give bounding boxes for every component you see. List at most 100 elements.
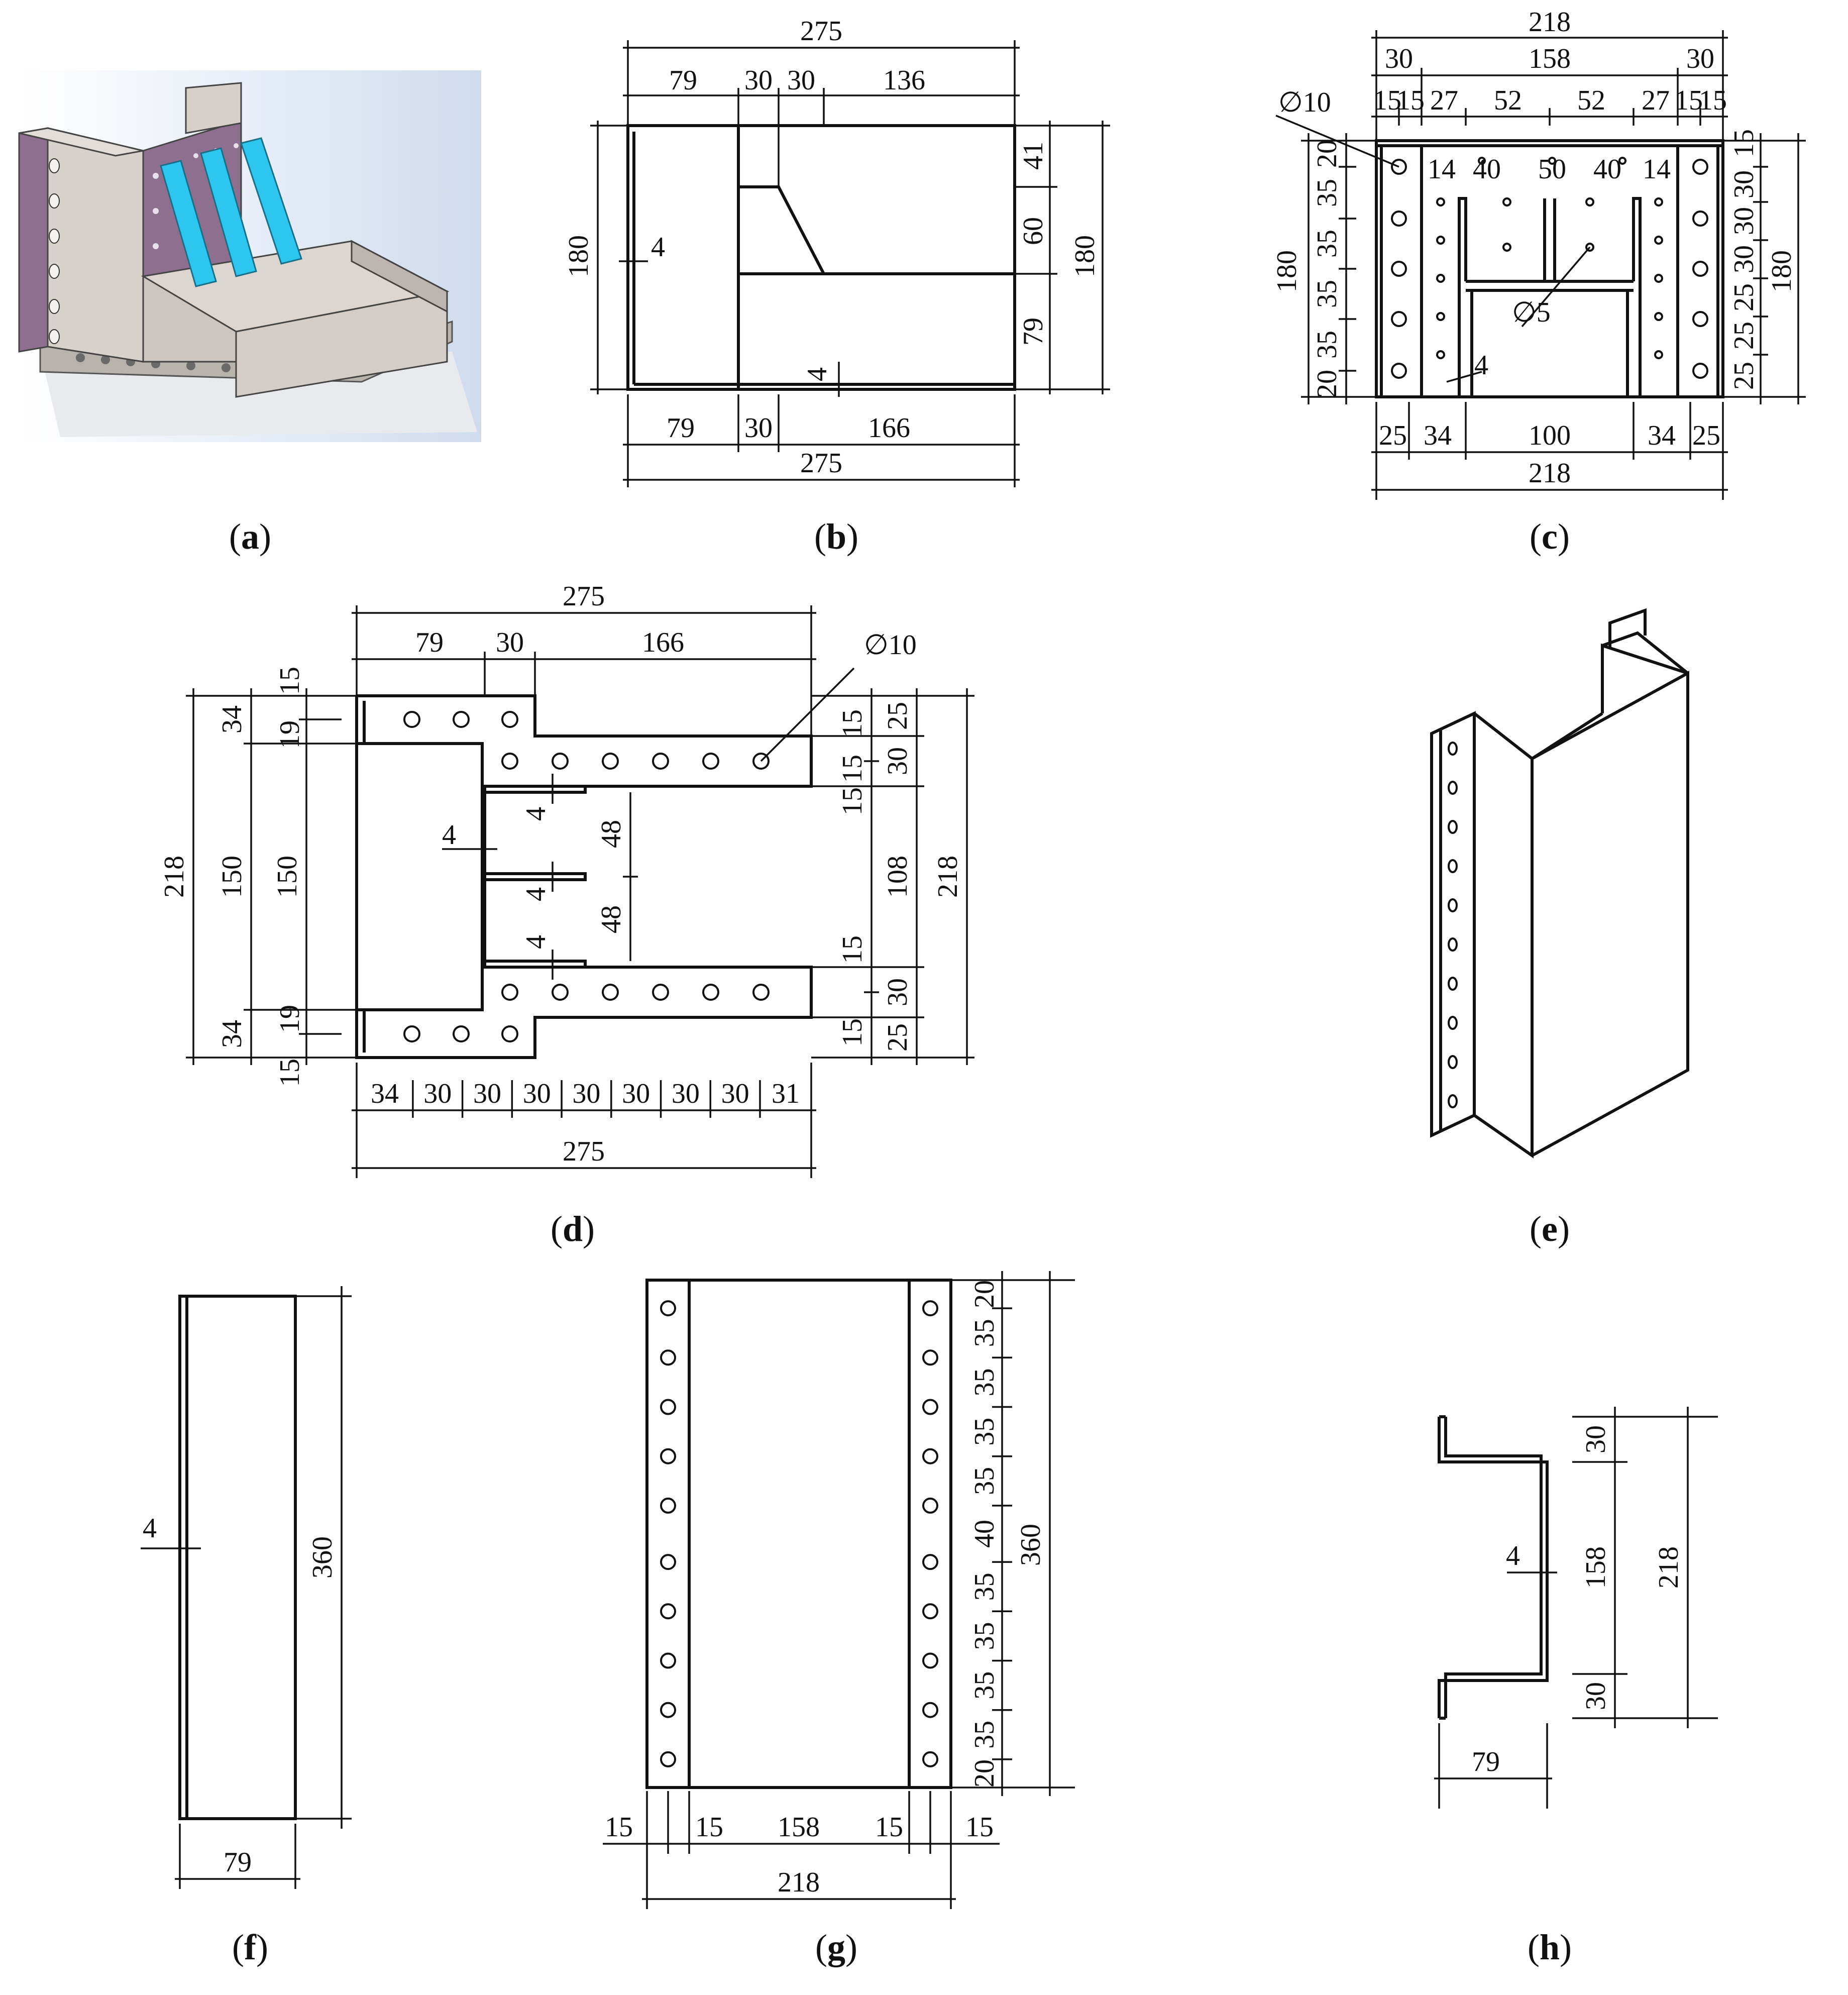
d-dim-bottom-seg: 30 <box>572 1078 600 1109</box>
caption-b: (b) <box>814 516 858 557</box>
panel-f-column-side: 4 360 79 <box>141 1286 352 1889</box>
d-dim-bottom-seg: 30 <box>473 1078 501 1109</box>
c-dim-35d: 35 <box>1312 331 1343 359</box>
c-dim-s8: 15 <box>1699 85 1727 116</box>
g-dim-b158: 158 <box>778 1812 820 1843</box>
c-dim-30a-top: 30 <box>1385 43 1413 74</box>
e-hole <box>1448 1094 1458 1108</box>
b-dim-4-wall: 4 <box>651 232 665 263</box>
c-dim-b25a: 25 <box>1379 420 1407 451</box>
b-dim-136: 136 <box>883 65 925 96</box>
g-dim-row: 35 <box>969 1622 1000 1650</box>
c-dim-218-bottom: 218 <box>1529 458 1571 489</box>
d-dim-in48a: 48 <box>596 820 627 848</box>
c-bolt-holes <box>1391 159 1708 379</box>
d-dim-34b: 34 <box>216 1020 248 1048</box>
c-dim-s4: 52 <box>1494 85 1522 116</box>
d-dim-in4c: 4 <box>520 935 552 949</box>
g-hole-right <box>922 1399 938 1415</box>
c-dim-r25c: 25 <box>1728 362 1760 390</box>
panel-e-isometric <box>1430 608 1689 1159</box>
b-dim-30a: 30 <box>744 65 773 96</box>
d-dim-in48b: 48 <box>596 905 627 933</box>
g-hole-left <box>660 1652 676 1669</box>
g-hole-left <box>660 1448 676 1464</box>
e-hole <box>1448 820 1458 834</box>
b-dim-41: 41 <box>1018 142 1049 170</box>
c-dim-50: 50 <box>1538 154 1566 185</box>
g-dim-row: 35 <box>969 1671 1000 1700</box>
h-dim-30b: 30 <box>1580 1682 1611 1710</box>
g-hole-left <box>660 1603 676 1620</box>
c-dim-b25b: 25 <box>1692 420 1720 451</box>
e-bolt-holes <box>1448 742 1458 1108</box>
g-hole-right <box>922 1652 938 1669</box>
d-dim-bottom-seg: 30 <box>423 1078 452 1109</box>
g-bolt-holes <box>660 1300 938 1767</box>
d-dim-l15a: 15 <box>274 667 305 695</box>
c-dim-40b: 40 <box>1593 154 1621 185</box>
d-dim-r15c: 15 <box>837 787 868 815</box>
c-dim-218-top: 218 <box>1529 7 1571 38</box>
g-dim-row: 40 <box>969 1520 1000 1548</box>
d-dim-l19b: 19 <box>274 1005 305 1033</box>
c-dim-r25b: 25 <box>1728 322 1760 350</box>
g-dim-b218: 218 <box>778 1867 820 1898</box>
d-dim-bottom-seg: 30 <box>523 1078 551 1109</box>
g-hole-right <box>922 1603 938 1620</box>
g-hole-right <box>922 1751 938 1767</box>
c-dim-14b: 14 <box>1643 154 1671 185</box>
c-label-dia10: ∅10 <box>1278 87 1331 118</box>
e-hole <box>1448 1055 1458 1069</box>
panel-c-front-view: 218 30 158 30 15 15 27 52 52 27 15 15 ∅1… <box>1271 7 1806 500</box>
panel-b-side-view: 275 79 30 30 136 180 4 4 41 60 79 180 79… <box>563 16 1110 487</box>
d-dim-79-top: 79 <box>415 627 444 658</box>
g-dim-b15d: 15 <box>965 1812 994 1843</box>
d-dim-l19a: 19 <box>274 720 305 749</box>
b-dim-180-left: 180 <box>563 235 594 277</box>
g-hole-left <box>660 1497 676 1514</box>
d-dim-bottom-seg: 34 <box>371 1078 399 1109</box>
h-dim-thk: 4 <box>1506 1540 1520 1571</box>
caption-h: (h) <box>1528 1927 1572 1967</box>
b-dim-79-bottom: 79 <box>667 412 695 444</box>
c-dim-b34a: 34 <box>1424 420 1452 451</box>
g-dim-row: 35 <box>969 1418 1000 1446</box>
d-dim-150a: 150 <box>216 856 248 898</box>
panel-d-plan-view: 275 79 30 166 ∅10 218 34 150 150 34 15 1… <box>159 581 974 1178</box>
g-dim-b15b: 15 <box>695 1812 723 1843</box>
d-dim-r15a: 15 <box>837 709 868 738</box>
c-dim-r30c: 30 <box>1728 245 1760 273</box>
g-dim-b15c: 15 <box>875 1812 903 1843</box>
c-dim-14a: 14 <box>1428 154 1456 185</box>
f-dim-360: 360 <box>307 1536 338 1579</box>
c-dim-b34b: 34 <box>1648 420 1676 451</box>
d-bolt-holes <box>403 711 770 1042</box>
c-dim-b100: 100 <box>1529 420 1571 451</box>
g-dim-row: 35 <box>969 1319 1000 1347</box>
d-dim-bottom-seg: 30 <box>721 1078 749 1109</box>
e-hole <box>1448 977 1458 991</box>
g-hole-right <box>922 1497 938 1514</box>
f-dim-thk: 4 <box>143 1513 157 1544</box>
g-hole-left <box>660 1349 676 1366</box>
d-dim-30-top: 30 <box>496 627 524 658</box>
d-dim-bottom-seg: 30 <box>622 1078 650 1109</box>
b-dim-79-top: 79 <box>669 65 697 96</box>
d-dim-r15e: 15 <box>837 1018 868 1046</box>
g-hole-right <box>922 1702 938 1718</box>
d-dim-r25b: 25 <box>882 1023 913 1052</box>
c-dim-s7: 15 <box>1675 85 1703 116</box>
b-dim-30b: 30 <box>787 65 815 96</box>
c-dim-r15: 15 <box>1728 129 1760 157</box>
g-dim-row: 35 <box>969 1467 1000 1495</box>
d-dim-218-right: 218 <box>932 856 963 898</box>
d-dim-in4a: 4 <box>520 807 552 821</box>
d-dim-275-top: 275 <box>563 581 605 612</box>
h-dim-158: 158 <box>1580 1546 1611 1589</box>
b-dim-30-bottom: 30 <box>744 412 773 444</box>
c-dim-20a: 20 <box>1312 140 1343 168</box>
c-dim-20b: 20 <box>1312 370 1343 398</box>
caption-a: (a) <box>229 516 271 557</box>
